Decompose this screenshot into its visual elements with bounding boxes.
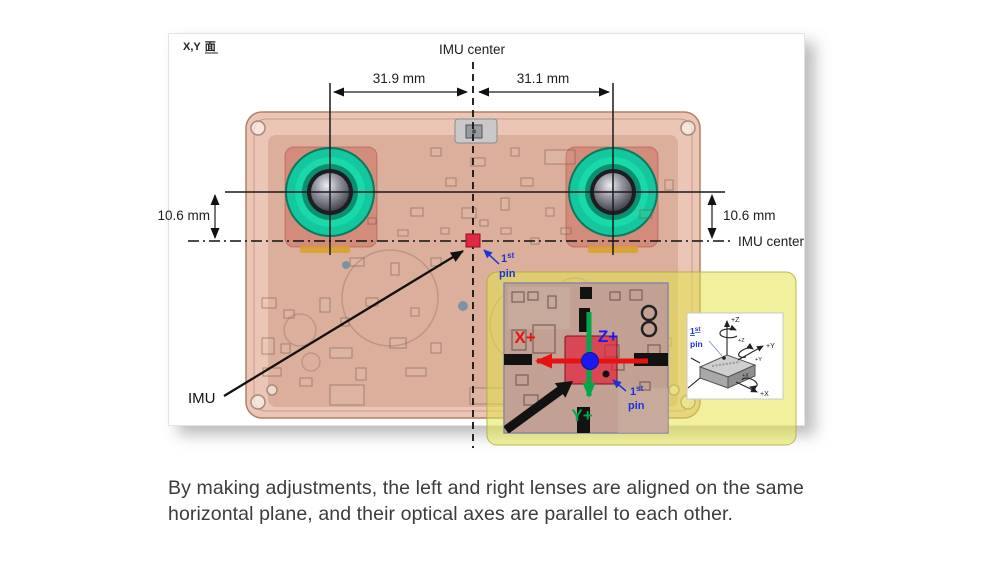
caption: By making adjustments, the left and righ… xyxy=(168,475,868,527)
pin1-label-magnified: 1st pin xyxy=(628,384,645,412)
svg-text:pin: pin xyxy=(690,339,703,349)
top-camera-module xyxy=(454,118,498,144)
chip-rot-z-label: +Z xyxy=(738,338,745,344)
svg-text:1st: 1st xyxy=(630,384,644,398)
magnified-pcb-details xyxy=(504,287,668,433)
caption-line-2: horizontal plane, and their optical axes… xyxy=(168,503,734,525)
pin1-dot xyxy=(602,370,610,378)
dim-label-31-1: 31.1 mm xyxy=(517,71,570,86)
imu-center-top-label: IMU center xyxy=(439,42,506,57)
component-8-shape xyxy=(640,304,658,322)
pin1-label-chip-diagram: 1st pin xyxy=(690,326,703,349)
svg-text:pin: pin xyxy=(499,268,516,280)
z-axis-dot xyxy=(581,352,599,370)
pin1-label-board: 1st pin xyxy=(483,249,516,280)
chip-x-label: +X xyxy=(760,391,769,398)
y-axis-label: Y+ xyxy=(571,406,592,425)
svg-text:1st: 1st xyxy=(690,326,701,336)
dim-label-left-10-6: 10.6 mm xyxy=(157,208,210,223)
imu-label: IMU xyxy=(188,390,216,407)
dim-label-31-9: 31.9 mm xyxy=(373,71,426,86)
black-pointer-arrow xyxy=(504,381,573,433)
chip-rot-x-label: +X xyxy=(742,373,749,379)
caption-line-1: By making adjustments, the left and righ… xyxy=(168,477,804,499)
imu-center-right-label: IMU center xyxy=(738,234,805,249)
imu-magnified-view: X+ Z+ Y+ 1st pin xyxy=(503,282,669,434)
chip-z-label: +Z xyxy=(731,317,740,324)
svg-text:1st: 1st xyxy=(501,251,515,265)
imu-chip-marker xyxy=(465,233,481,248)
z-axis-label: Z+ xyxy=(598,327,618,346)
dim-label-right-10-6: 10.6 mm xyxy=(723,208,776,223)
right-lens xyxy=(568,147,658,237)
chip-rot-y-label: +Y xyxy=(755,357,762,363)
svg-text:X,Y面: X,Y面 xyxy=(183,40,216,53)
dimension-annotations: 31.9 mm 31.1 mm 10.6 mm 10.6 mm IMU cent… xyxy=(157,40,805,448)
chip-orientation-diagram: +Z +Z +Y +Y +X +X 1st pin xyxy=(686,312,784,400)
x-axis-label: X+ xyxy=(514,328,535,347)
pin1-pointer-arrow xyxy=(612,379,627,392)
imu-pointer: IMU xyxy=(188,250,464,407)
chip-y-label: +Y xyxy=(766,343,775,350)
svg-text:pin: pin xyxy=(628,400,645,412)
